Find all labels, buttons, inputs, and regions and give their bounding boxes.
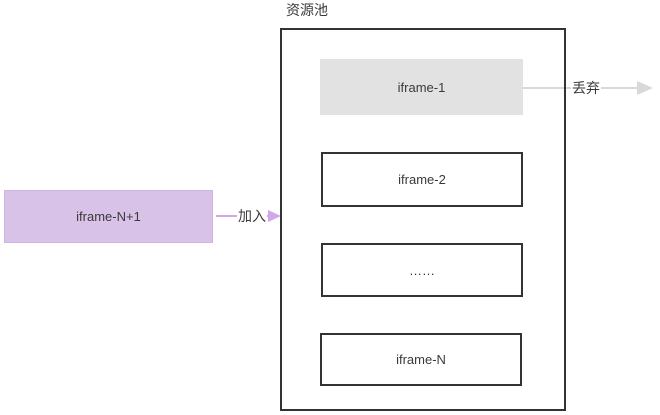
pool-item-iframe-1: iframe-1 [320,59,523,115]
pool-item-ellipsis: …… [321,243,523,297]
join-arrowhead-icon [268,210,281,222]
discard-arrow-label: 丢弃 [571,80,601,96]
discard-arrowhead-icon [637,81,653,95]
resource-pool-container [280,28,566,411]
incoming-item-iframe-N-plus-1: iframe-N+1 [4,190,213,243]
pool-item-iframe-2: iframe-2 [321,152,523,207]
join-arrow-label: 加入 [237,208,267,224]
pool-title: 资源池 [286,2,328,18]
pool-item-iframe-N: iframe-N [320,333,522,386]
